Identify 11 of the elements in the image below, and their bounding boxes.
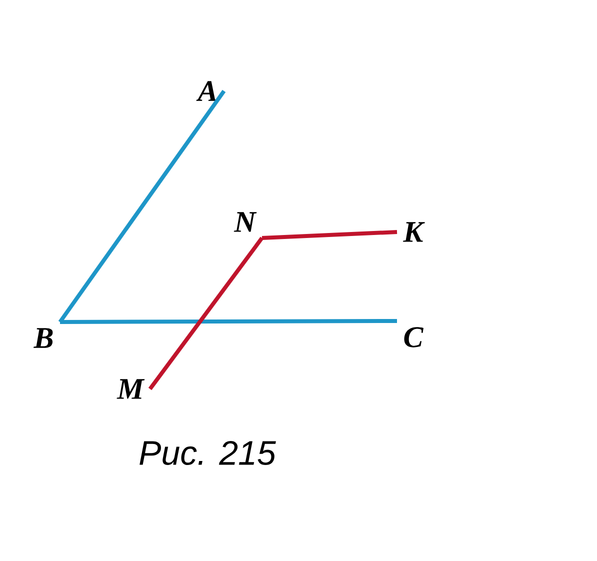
line-segment <box>58 90 226 324</box>
figure-caption: Рис. 215 <box>140 440 276 466</box>
point-label: A <box>196 81 217 101</box>
point-label: M <box>116 379 145 399</box>
line-segment <box>60 318 398 324</box>
line-segment <box>262 230 398 240</box>
point-label: C <box>404 327 424 348</box>
point-label: N <box>234 212 257 232</box>
point-label: K <box>402 222 425 242</box>
line-segment <box>148 236 264 390</box>
point-label: B <box>34 328 53 348</box>
